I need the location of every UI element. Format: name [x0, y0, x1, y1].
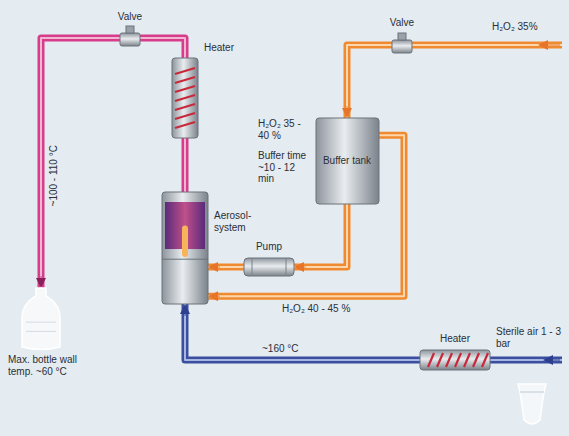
pipe-wall	[294, 204, 347, 267]
pressure-label: Sterile air 1 - 3 bar	[496, 326, 562, 349]
arrow-head	[210, 296, 220, 297]
node-label: Aerosol-system	[214, 210, 260, 233]
temperature-label: ~100 - 110 °C	[48, 128, 60, 224]
pipe-connector	[185, 304, 420, 360]
pipe-core	[347, 45, 392, 118]
node-label: Heater	[420, 333, 490, 345]
heater-shape	[172, 58, 198, 138]
heater: Heater	[172, 58, 198, 138]
pipe-wall	[208, 264, 244, 271]
arrow-head	[210, 267, 220, 268]
pipe-core	[140, 38, 185, 58]
valve: Valve	[392, 37, 412, 53]
arrow-head	[296, 267, 306, 268]
pipe-wall	[182, 138, 189, 192]
node-label: Pump	[244, 241, 294, 253]
pipe-connector	[208, 267, 244, 268]
heater-shape	[420, 350, 490, 370]
node-label: Max. bottle wall temp. ~60 °C	[8, 354, 98, 377]
node-label: Heater	[204, 42, 254, 54]
arrow-head	[347, 106, 348, 116]
pipe-core	[294, 204, 347, 267]
concentration-label: H₂O₂ 40 - 45 %	[282, 303, 372, 315]
pump: Pump	[244, 258, 294, 276]
preform-icon	[518, 384, 546, 424]
time-label: Buffer time ~10 - 12 min	[258, 150, 312, 185]
aerosol-system: Aerosol-system	[162, 192, 208, 304]
heater: Heater	[420, 350, 490, 370]
arrow-head	[41, 276, 42, 286]
h2o2-supply-pipe	[412, 45, 562, 46]
pipe-wall	[41, 38, 120, 288]
node-label: Valve	[380, 17, 424, 29]
pipe-wall	[140, 38, 185, 58]
node-label: Valve	[108, 11, 152, 23]
buffer-tank: Buffer tank	[316, 118, 379, 204]
sterile-air-pipe	[490, 360, 562, 361]
pipe-connector	[347, 45, 392, 118]
concentration-label: H₂O₂ 35 - 40 %	[258, 118, 312, 141]
fluid-label: H₂O₂ 35%	[492, 21, 554, 33]
pipe-core	[208, 266, 244, 268]
pipe-connector	[41, 38, 120, 288]
node-text: Buffer tank	[319, 155, 375, 167]
pipe-core	[41, 38, 120, 288]
pipe-wall	[347, 45, 392, 118]
bottle: Max. bottle wall temp. ~60 °C	[22, 288, 60, 350]
bottle-shape	[22, 288, 60, 350]
pipe-connector	[294, 204, 347, 267]
pipe-wall	[185, 304, 420, 360]
valve: Valve	[120, 30, 140, 46]
pipe-connector	[185, 138, 186, 192]
valve-shape	[120, 30, 140, 46]
pipe-connector	[140, 38, 185, 58]
pipe-core	[184, 138, 186, 192]
arrow-head	[185, 306, 186, 316]
aerosol-system-shape	[162, 192, 208, 304]
temperature-label: ~160 °C	[262, 343, 322, 355]
pipe-core	[185, 304, 420, 360]
valve-shape	[392, 37, 412, 53]
pump-shape	[244, 258, 294, 276]
